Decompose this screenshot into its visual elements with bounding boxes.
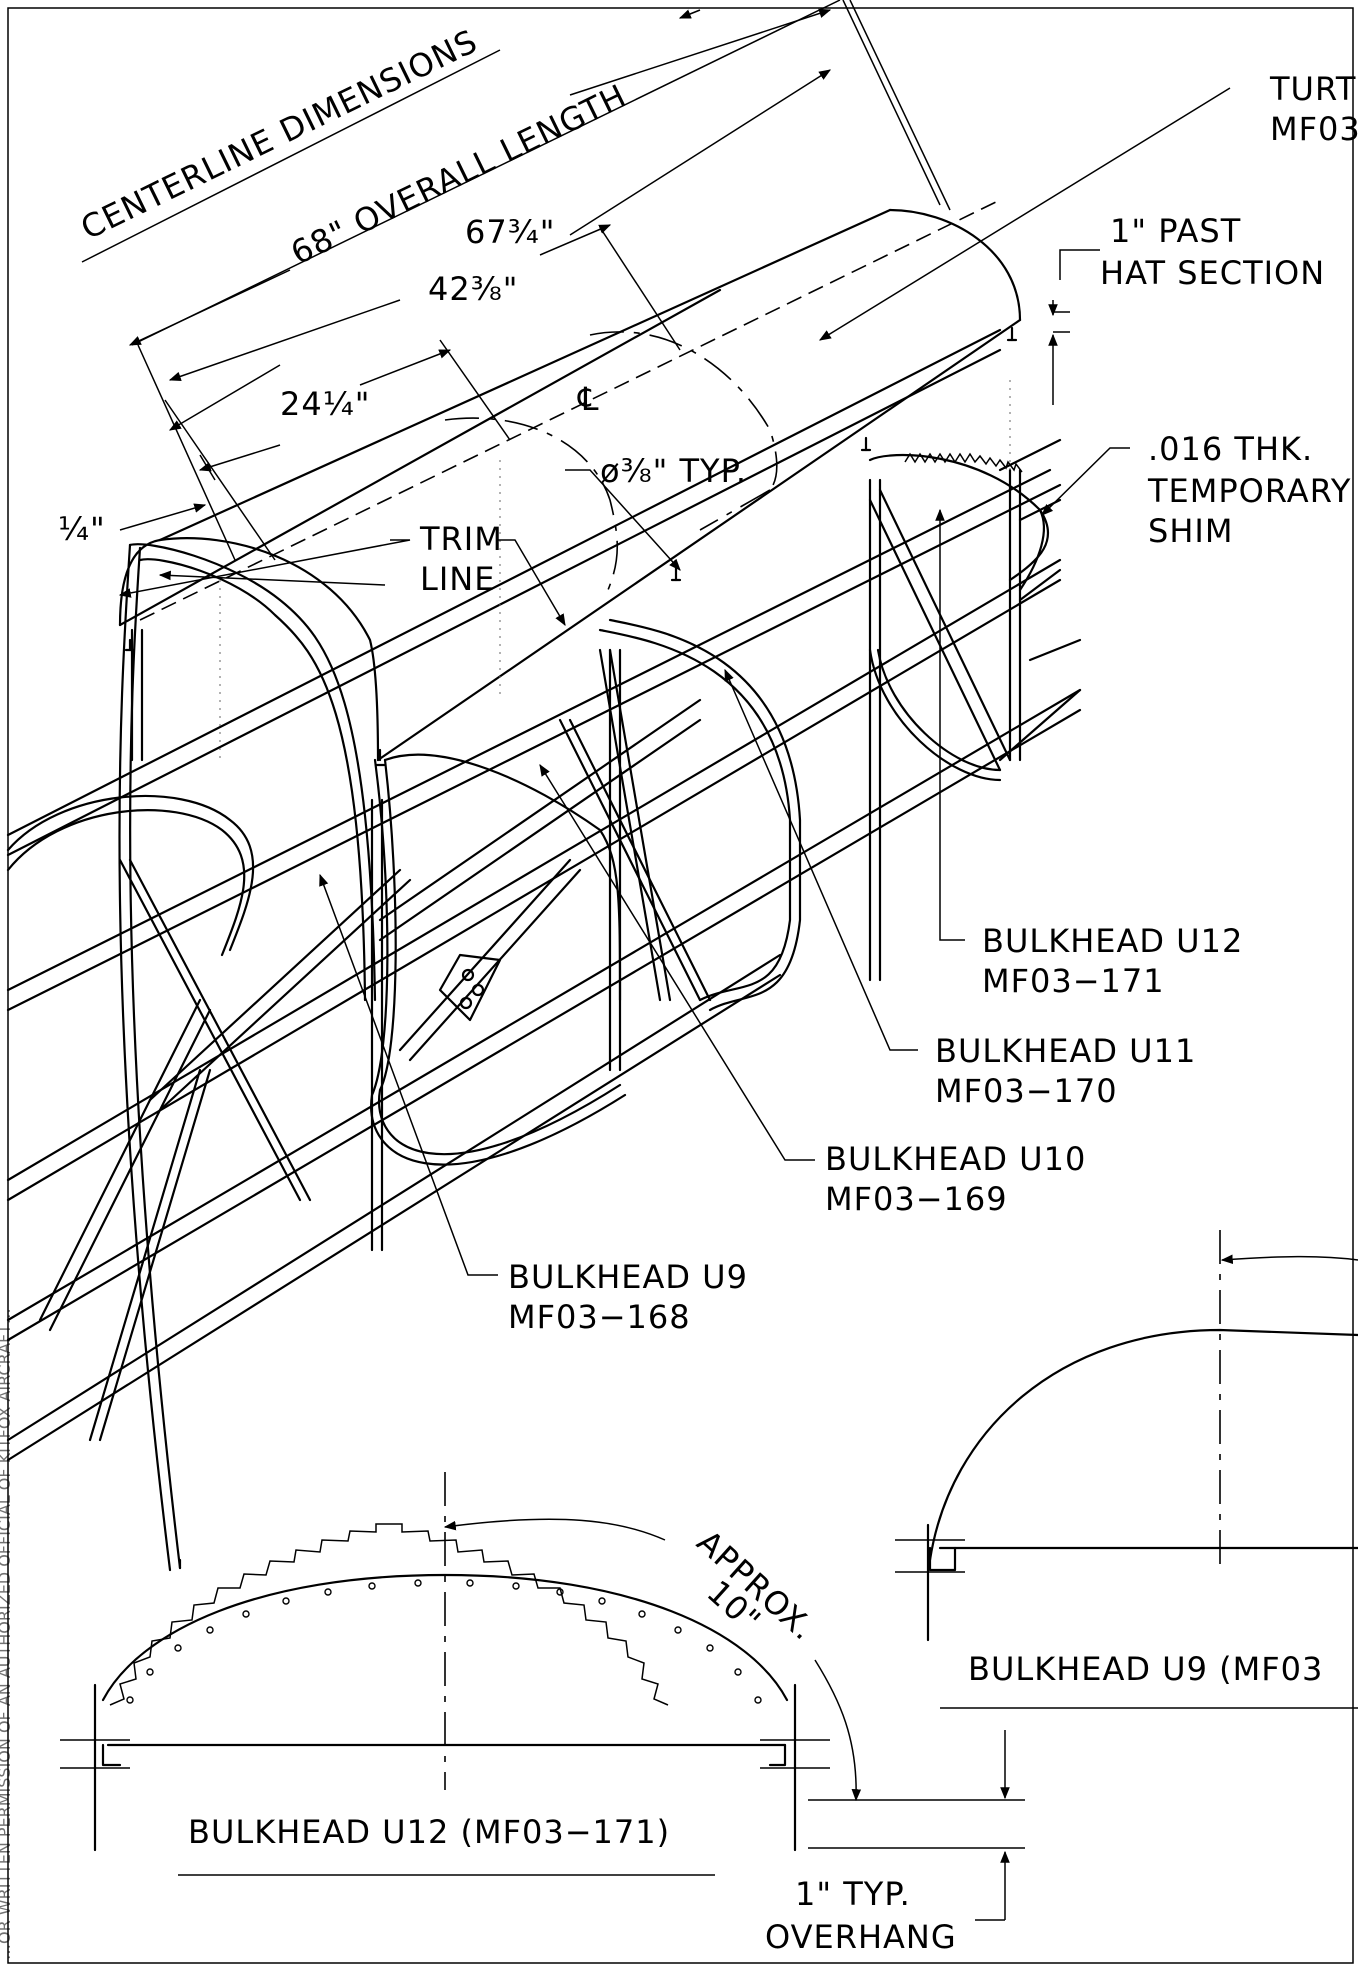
- dim-67-3-4-label: 67¾": [465, 213, 555, 251]
- shim-label-3: SHIM: [1148, 512, 1233, 550]
- drawing-border: [7, 7, 1354, 1964]
- overhang-label-2: OVERHANG: [765, 1918, 957, 1956]
- centerline-symbol: ℄: [577, 380, 600, 418]
- bulkhead-u10-title: BULKHEAD U10: [825, 1140, 1086, 1178]
- turtledeck-label-2: MF03: [1270, 110, 1358, 148]
- past-hat-label-1: 1" PAST: [1110, 212, 1241, 250]
- detail-bulkhead-u9: [895, 1230, 1358, 1709]
- dim-24-1-4-label: 24¼": [280, 385, 370, 423]
- bulkhead-u9-part: MF03−168: [508, 1298, 691, 1336]
- detail-u12-title: BULKHEAD U12 (MF03−171): [188, 1813, 670, 1851]
- bulkhead-u9-title: BULKHEAD U9: [508, 1258, 748, 1296]
- turtledeck-skin: [118, 199, 1022, 767]
- overhang-label-1: 1" TYP.: [795, 1875, 911, 1913]
- shim-label-1: .016 THK.: [1148, 430, 1313, 468]
- bulkhead-u12-part: MF03−171: [982, 962, 1165, 1000]
- past-hat-label-2: HAT SECTION: [1100, 254, 1325, 292]
- text-labels: CENTERLINE DIMENSIONS 68" OVERALL LENGTH…: [58, 22, 1358, 1956]
- shim-label-2: TEMPORARY: [1147, 472, 1351, 510]
- bulkhead-leaders: [319, 508, 965, 1276]
- turtledeck-label-1: TURT: [1269, 70, 1356, 108]
- bulkhead-u11-part: MF03−170: [935, 1072, 1118, 1110]
- dim-42-3-8-label: 42⅜": [428, 270, 518, 308]
- detail-bulkhead-u12: [60, 1472, 1025, 1921]
- margin-copyright-text: …OR WRITTEN PERMISSION OF AN AUTHORIZED …: [0, 1308, 14, 1960]
- centerline-dimensions-label: CENTERLINE DIMENSIONS: [75, 22, 484, 247]
- trim-line-label-1: TRIM: [419, 520, 503, 558]
- detail-u9-title: BULKHEAD U9 (MF03: [968, 1650, 1323, 1688]
- bulkhead-rings: [6, 452, 1050, 1572]
- bulkhead-u10-part: MF03−169: [825, 1180, 1008, 1218]
- bulkhead-u11-title: BULKHEAD U11: [935, 1032, 1196, 1070]
- trim-line-label-2: LINE: [420, 560, 495, 598]
- dim-1-4-label: ¼": [58, 510, 106, 548]
- dimension-lines: [81, 0, 1231, 627]
- hole-typ-label: ø⅜" TYP.: [600, 452, 747, 490]
- fuselage-truss: [6, 328, 1082, 1462]
- bulkhead-u12-title: BULKHEAD U12: [982, 922, 1243, 960]
